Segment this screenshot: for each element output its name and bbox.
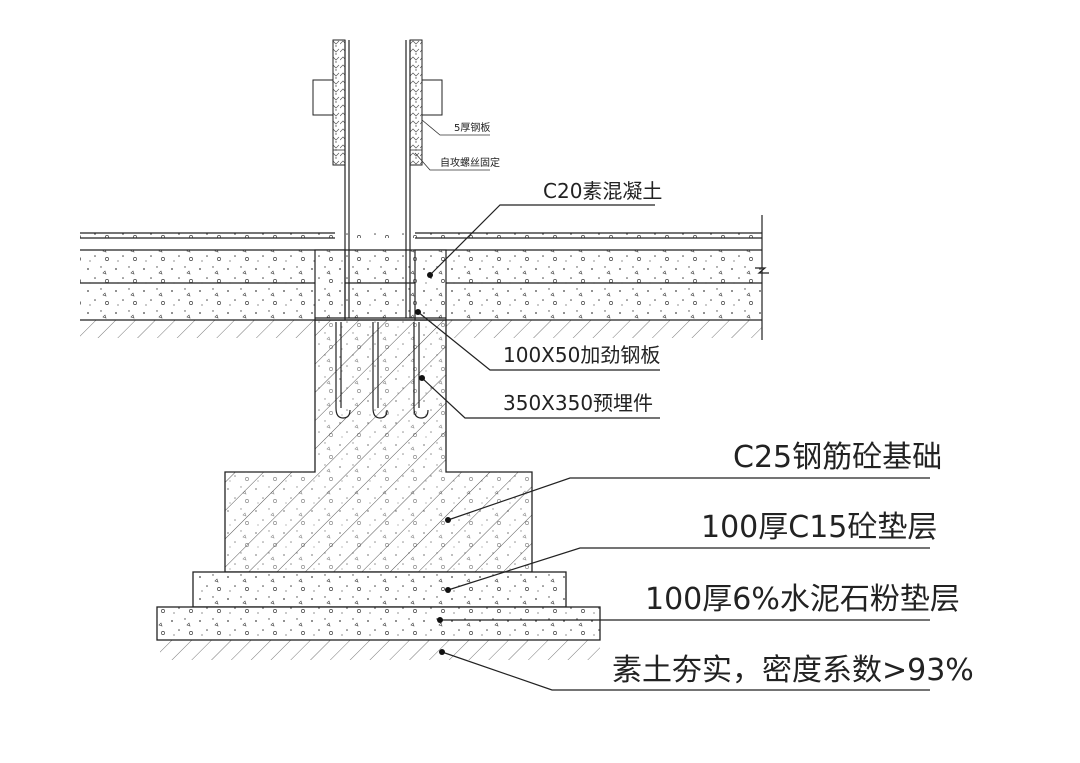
label-c15-cushion: 100厚C15砼垫层 xyxy=(701,510,937,545)
label-embedded-part: 350X350预埋件 xyxy=(503,391,653,415)
post-cladding xyxy=(312,39,443,166)
label-steel-plate: 5厚钢板 xyxy=(454,121,490,134)
label-compacted-soil: 素土夯实，密度系数>93% xyxy=(612,653,974,688)
c15-cushion xyxy=(192,571,567,608)
ground-soil xyxy=(80,320,762,660)
label-self-tapping-screw: 自攻螺丝固定 xyxy=(440,156,500,169)
c20-concrete-collar xyxy=(314,249,447,321)
leader-lines xyxy=(414,119,930,691)
steel-post xyxy=(315,40,446,319)
label-stiffener-plate: 100X50加劲钢板 xyxy=(503,343,660,367)
anchor-bolts xyxy=(335,322,429,419)
label-c20-concrete: C20素混凝土 xyxy=(543,179,662,203)
label-cement-stone-cushion: 100厚6%水泥石粉垫层 xyxy=(645,582,960,617)
c25-foundation xyxy=(224,319,533,573)
cement-stone-cushion xyxy=(156,606,601,641)
label-c25-foundation: C25钢筋砼基础 xyxy=(733,440,942,475)
leader-dots xyxy=(415,272,451,655)
